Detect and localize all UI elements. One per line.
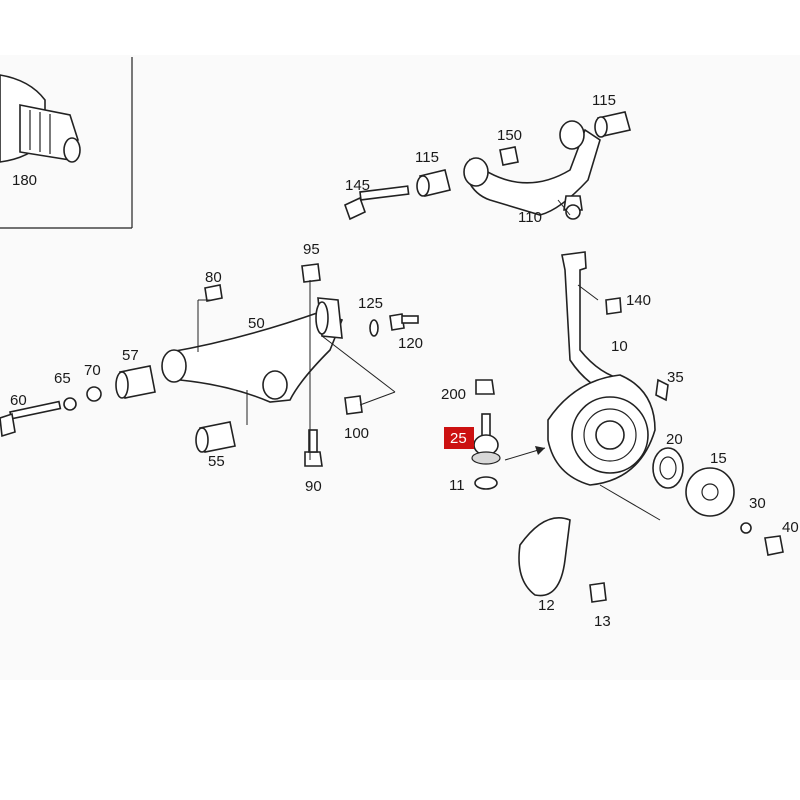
callout-115-top[interactable]: 115 <box>592 92 616 109</box>
highlight-box-25 <box>444 427 474 449</box>
callout-200[interactable]: 200 <box>441 386 466 403</box>
callout-13[interactable]: 13 <box>594 613 611 630</box>
callout-55[interactable]: 55 <box>208 453 225 470</box>
callout-40[interactable]: 40 <box>782 519 799 536</box>
callout-180[interactable]: 180 <box>12 172 37 189</box>
lower-control-arm <box>0 263 419 467</box>
callout-10[interactable]: 10 <box>611 338 628 355</box>
callout-115-left[interactable]: 115 <box>415 149 439 166</box>
callout-25-highlighted[interactable]: 25 <box>450 430 467 447</box>
callout-50[interactable]: 50 <box>248 315 265 332</box>
callout-90[interactable]: 90 <box>305 478 322 495</box>
callout-20[interactable]: 20 <box>666 431 683 448</box>
ball-joint <box>471 379 546 490</box>
callout-110[interactable]: 110 <box>518 209 542 226</box>
inset-cv-joint <box>0 57 133 229</box>
upper-control-arm <box>344 111 631 221</box>
callout-35[interactable]: 35 <box>667 369 684 386</box>
callout-57[interactable]: 57 <box>122 347 139 364</box>
callout-labels: 180 115 115 150 145 110 95 80 125 50 120… <box>10 92 799 630</box>
callout-15[interactable]: 15 <box>710 450 727 467</box>
callout-145[interactable]: 145 <box>345 177 370 194</box>
callout-120[interactable]: 120 <box>398 335 423 352</box>
callout-30[interactable]: 30 <box>749 495 766 512</box>
callout-150[interactable]: 150 <box>497 127 522 144</box>
leader-lines <box>197 199 661 521</box>
callout-60[interactable]: 60 <box>10 392 27 409</box>
callout-100[interactable]: 100 <box>344 425 369 442</box>
callout-140[interactable]: 140 <box>626 292 651 309</box>
callout-125[interactable]: 125 <box>358 295 383 312</box>
callout-12[interactable]: 12 <box>538 597 555 614</box>
callout-80[interactable]: 80 <box>205 269 222 286</box>
drawing-area <box>0 55 800 680</box>
callout-95[interactable]: 95 <box>303 241 320 258</box>
callout-70[interactable]: 70 <box>84 362 101 379</box>
callout-11[interactable]: 11 <box>449 477 465 494</box>
steering-knuckle <box>518 251 784 603</box>
callout-65[interactable]: 65 <box>54 370 71 387</box>
